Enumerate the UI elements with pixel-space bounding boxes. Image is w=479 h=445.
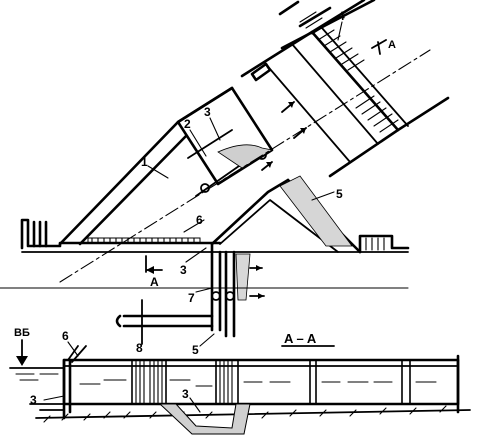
inlet-wall [62, 358, 72, 420]
callout-2: 2 [184, 117, 191, 131]
vertical-pipe [210, 242, 222, 332]
section-mark-top-letter: A [388, 39, 396, 51]
callout-3d: 3 [30, 393, 37, 407]
base-slab-right [358, 234, 410, 254]
section-view [9, 339, 471, 435]
section-water-dashes [79, 379, 437, 387]
axis-line [59, 49, 431, 283]
callout-6a: 6 [196, 213, 203, 227]
intake-inner-wall [78, 134, 188, 246]
ground-line [35, 409, 471, 419]
conduit-bottom-edge [396, 96, 450, 132]
callout-4: 4 [338, 9, 345, 23]
callout-3c: 3 [182, 387, 189, 401]
trash-rack-bars [91, 237, 195, 244]
section-mark-left-letter: A [150, 275, 159, 289]
callout-7: 7 [188, 291, 195, 305]
base-slab-left [20, 218, 222, 250]
plan-view [0, 0, 450, 345]
conduit-internal-lines [263, 27, 409, 163]
sediment-pipe [235, 253, 251, 301]
outlet-inner-wall [219, 199, 339, 253]
leader-lines [43, 21, 343, 413]
callout-5b: 5 [192, 343, 199, 357]
section-title: A – A [284, 331, 317, 346]
water-ripples [15, 373, 59, 381]
intake-right-wall [210, 178, 290, 246]
inlet-grate [67, 345, 87, 363]
gate-groups [131, 359, 411, 405]
valve-7b [225, 291, 235, 301]
callout-8: 8 [136, 341, 143, 355]
sediment-outlet [279, 175, 353, 247]
horizontal-pipe [115, 314, 214, 328]
water-level-label: ВБ [14, 327, 30, 339]
base-hatch-left [32, 220, 48, 248]
section-mark-top-arrow [371, 39, 387, 55]
flow-arrows [261, 101, 307, 171]
water-level-triangle [16, 356, 28, 366]
valve-7 [211, 291, 221, 301]
conduit-connector [250, 62, 272, 82]
gate-frame [187, 129, 233, 159]
callout-5: 5 [336, 187, 343, 201]
conduit-ribs [299, 11, 405, 139]
callout-3b: 3 [180, 263, 187, 277]
callout-3a: 3 [204, 105, 211, 119]
inlet-slab [29, 403, 65, 411]
sediment-pit [158, 403, 251, 435]
sediment-top [217, 144, 274, 169]
gate-chamber [176, 86, 274, 186]
callout-1: 1 [141, 155, 148, 169]
trash-rack [87, 237, 201, 244]
base-hatch-right [365, 237, 385, 251]
conduit-outline [240, 30, 400, 178]
callout-6b: 6 [62, 329, 69, 343]
callout-labels: 1 2 3 4 5 6 3 7 8 5 3 6 3 A A A – A ВБ [14, 9, 396, 407]
